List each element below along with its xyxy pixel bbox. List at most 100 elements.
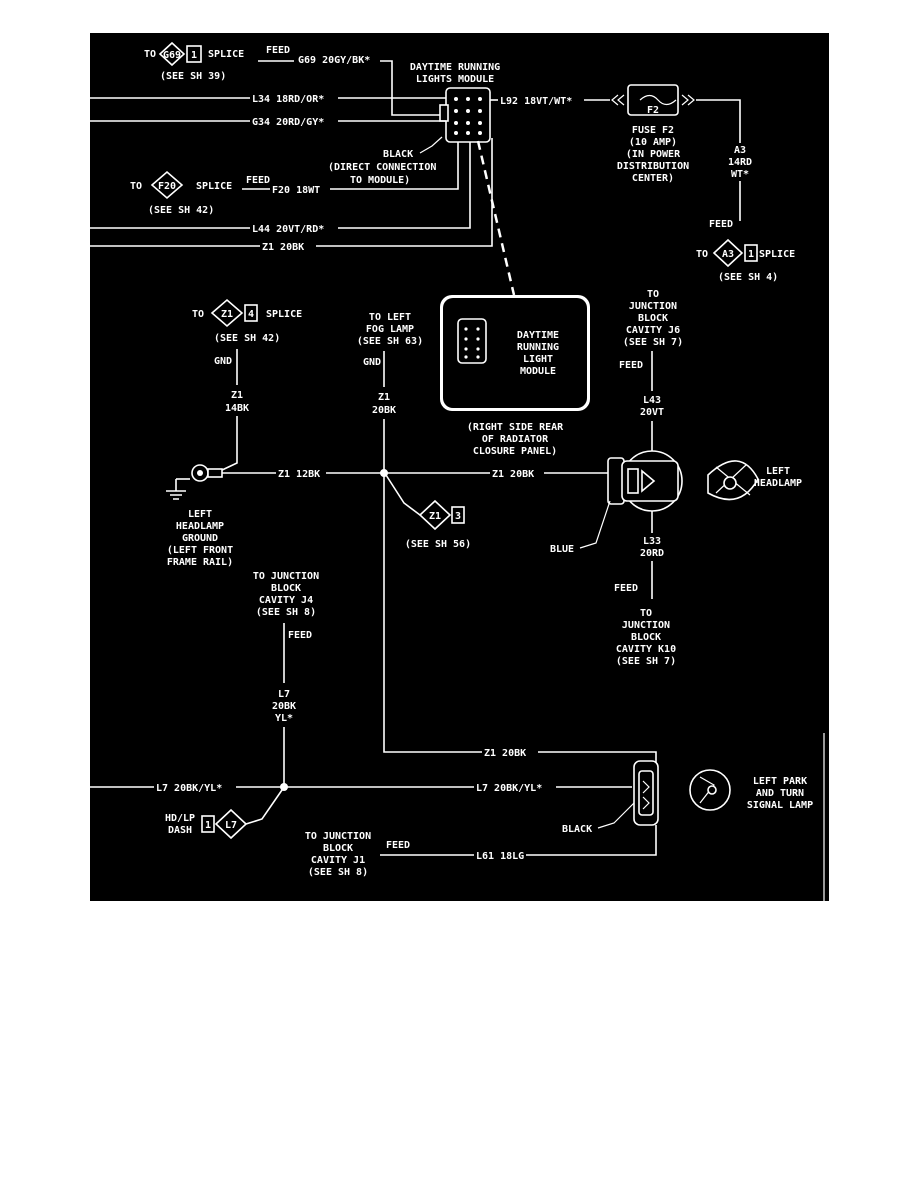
g69-code: G69 [163,50,181,61]
fuse-label-5: CENTER) [632,173,674,184]
fog-label-2: FOG LAMP [366,324,414,335]
connector-chevron [611,94,625,106]
location-label-3: CLOSURE PANEL) [473,446,557,457]
z1-14-label-1: Z1 [231,390,243,401]
headlamp-label-2: HEADLAMP [754,478,802,489]
wire-fog-vertical [383,419,482,753]
l7-left-label: L7 20BK/YL* [156,783,222,794]
wire-z1-14-bottom [219,416,238,472]
splice-z1-3: Z1 3 [418,499,465,531]
see-sh-56-label: (SEE SH 56) [405,539,471,550]
z1-top-label: Z1 20BK [262,242,304,253]
j4-feed-label: FEED [288,630,312,641]
z1-12-label: Z1 12BK [278,469,320,480]
fuse-element [639,94,677,106]
f20-wire-label: F20 18WT [272,185,320,196]
ground-icon [166,464,223,500]
fuse-code: F2 [647,105,659,116]
z1-14-label-2: 14BK [225,403,249,414]
wire-l61 [526,825,657,856]
drl-box-label-4: MODULE [520,366,556,377]
wire-l44-right [338,142,471,229]
z1-code: Z1 [221,309,233,320]
g69-wire-label: G69 20GY/BK* [298,55,370,66]
ground-label-3: GROUND [182,533,218,544]
connector-chevron [681,94,695,106]
drl-module-connector [439,87,491,143]
l7-right-label: L7 20BK/YL* [476,783,542,794]
connector-diamond [210,298,244,328]
j4-label-1: TO JUNCTION [253,571,319,582]
g69-feed-label: FEED [266,45,290,56]
ground-label-2: HEADLAMP [176,521,224,532]
g69-pin: 1 [191,50,197,61]
wire-a3-top [696,99,741,143]
k10-label-1: TO [640,608,652,619]
drl-box-label-3: LIGHT [523,354,553,365]
park-label-3: SIGNAL LAMP [747,800,813,811]
splice-junction-dot [280,783,288,791]
z1-see-label: (SEE SH 42) [214,333,280,344]
z1-20-h-label: Z1 20BK [492,469,534,480]
a3-code: A3 [722,249,734,260]
connector-pin-box [744,244,758,262]
f20-code: F20 [158,181,176,192]
ground-label-4: (LEFT FRONT [167,545,233,556]
l44-label: L44 20VT/RD* [252,224,324,235]
g69-see-label: (SEE SH 39) [160,71,226,82]
to-a3-label: TO [696,249,708,260]
j4-label-2: BLOCK [271,583,301,594]
j6-label-5: (SEE SH 7) [623,337,683,348]
gnd-label-1: GND [214,356,232,367]
leader-black-conn [419,136,443,154]
a3-label-1: A3 [734,145,746,156]
hdlp-label-1: HD/LP [165,813,195,824]
park-label-2: AND TURN [756,788,804,799]
leader-blue [579,500,611,549]
z1-20-label-1: Z1 [378,392,390,403]
splice-z1-4: TO Z1 4 SPLICE (SEE SH 42) [192,298,302,344]
j1-label-3: CAVITY J1 [311,855,365,866]
l33-label-1: L33 [643,536,661,547]
drl-module-title-1: DAYTIME RUNNING [410,62,500,73]
gnd-label-2: GND [363,357,381,368]
k10-label-5: (SEE SH 7) [616,656,676,667]
splice-a3: TO A3 1 SPLICE (SEE SH 4) [696,238,795,283]
f20-see-label: (SEE SH 42) [148,205,214,216]
j4-label-4: (SEE SH 8) [256,607,316,618]
blue-label: BLUE [550,544,574,555]
l7-code: L7 [225,820,237,831]
g69-splice-label: SPLICE [208,49,244,60]
wiring-diagram: TO G69 1 SPLICE FEED (SEE SH 39) G69 20G… [90,33,829,901]
l43-label-1: L43 [643,395,661,406]
j6-label-3: BLOCK [638,313,668,324]
fuse-label-3: (IN POWER [626,149,681,160]
headlamp-connector [607,450,683,512]
a3-feed-label: FEED [709,219,733,230]
k10-label-3: BLOCK [631,632,661,643]
a3-see-label: (SEE SH 4) [718,272,778,283]
splice-g69: TO G69 1 SPLICE FEED (SEE SH 39) G69 20G… [144,41,370,82]
ground-label-1: LEFT [188,509,212,520]
wire-z1-top-right [316,138,493,247]
headlamp-label-1: LEFT [766,466,790,477]
a3-label-2: 14RD [728,157,752,168]
j1-feed-label: FEED [386,840,410,851]
z1-bottom-label: Z1 20BK [484,748,526,759]
headlamp-icon [707,460,759,501]
l7-label-1: L7 [278,689,290,700]
a3-pin: 1 [748,249,754,260]
l7-label-3: YL* [275,713,293,724]
black-park-label: BLACK [562,824,592,835]
j6-label-1: TO [647,289,659,300]
g34-label: G34 20RD/GY* [252,117,324,128]
a3-splice-label: SPLICE [759,249,795,260]
connector-diamond [418,499,452,531]
z1b-pin: 3 [455,511,461,522]
j6-feed-label: FEED [619,360,643,371]
connector-diamond [150,170,184,200]
fuse-label-1: FUSE F2 [632,125,674,136]
drl-box-label-2: RUNNING [517,342,559,353]
to-z1-label: TO [192,309,204,320]
splice-f20: TO F20 SPLICE FEED (SEE SH 42) F20 18WT [130,170,320,216]
